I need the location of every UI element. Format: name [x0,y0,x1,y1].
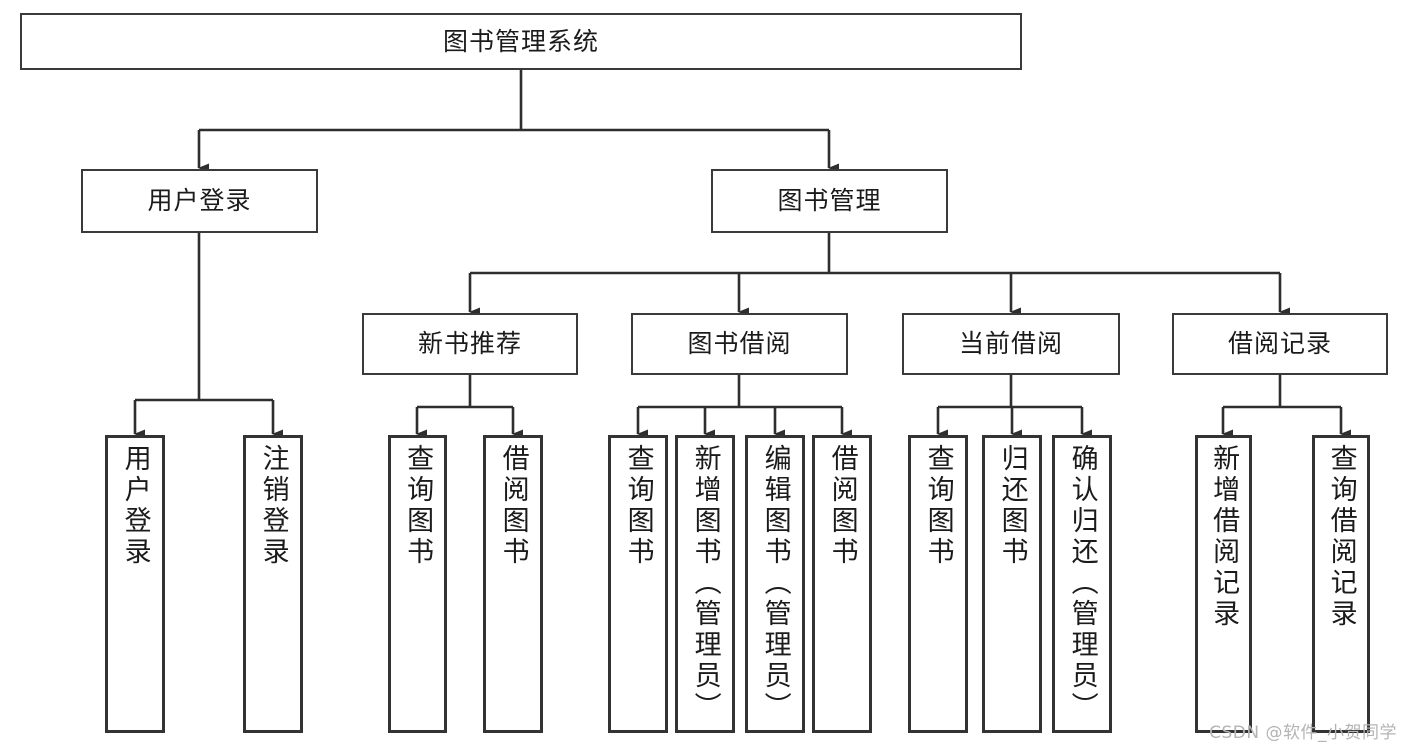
node-leaf-确认归还管理员[interactable]: 确认归还（管理员） [1052,435,1112,733]
node-leaf-借阅图书[interactable]: 借阅图书 [812,435,872,733]
node-label: 借阅图书 [826,444,858,568]
node-level3-图书借阅[interactable]: 图书借阅 [631,313,848,375]
node-leaf-编辑图书管理员[interactable]: 编辑图书（管理员） [745,435,805,733]
node-leaf-借阅图书[interactable]: 借阅图书 [483,435,543,733]
node-label: 用户登录 [119,444,151,568]
node-label: 新增图书（管理员） [689,444,721,723]
node-leaf-用户登录[interactable]: 用户登录 [105,435,165,733]
node-root[interactable]: 图书管理系统 [20,13,1022,70]
watermark-text: CSDN @软件_小贺同学 [1209,723,1397,743]
node-level2-用户登录[interactable]: 用户登录 [81,169,318,233]
node-label: 确认归还（管理员） [1066,444,1098,723]
node-label: 当前借阅 [958,329,1063,359]
node-label: 查询图书 [922,444,954,568]
node-leaf-查询图书[interactable]: 查询图书 [608,435,668,733]
node-label: 用户登录 [147,186,252,216]
node-label: 查询图书 [402,444,434,568]
node-leaf-注销登录[interactable]: 注销登录 [243,435,303,733]
node-root-label: 图书管理系统 [442,26,599,56]
node-leaf-新增借阅记录[interactable]: 新增借阅记录 [1195,435,1252,733]
node-leaf-查询图书[interactable]: 查询图书 [908,435,968,733]
node-leaf-新增图书管理员[interactable]: 新增图书（管理员） [675,435,735,733]
node-leaf-归还图书[interactable]: 归还图书 [982,435,1042,733]
node-leaf-查询借阅记录[interactable]: 查询借阅记录 [1312,435,1370,733]
node-level3-当前借阅[interactable]: 当前借阅 [902,313,1120,375]
node-label: 新增借阅记录 [1208,444,1240,630]
node-label: 新书推荐 [417,329,522,359]
node-level2-图书管理[interactable]: 图书管理 [711,169,948,233]
node-label: 借阅图书 [497,444,529,568]
node-label: 注销登录 [257,444,289,568]
node-label: 图书管理 [777,186,882,216]
node-label: 归还图书 [996,444,1028,568]
node-label: 借阅记录 [1227,329,1332,359]
node-label: 查询借阅记录 [1325,444,1357,630]
node-label: 查询图书 [622,444,654,568]
node-level3-借阅记录[interactable]: 借阅记录 [1172,313,1388,375]
node-label: 编辑图书（管理员） [759,444,791,723]
node-leaf-查询图书[interactable]: 查询图书 [388,435,447,733]
node-level3-新书推荐[interactable]: 新书推荐 [362,313,578,375]
node-label: 图书借阅 [687,329,792,359]
